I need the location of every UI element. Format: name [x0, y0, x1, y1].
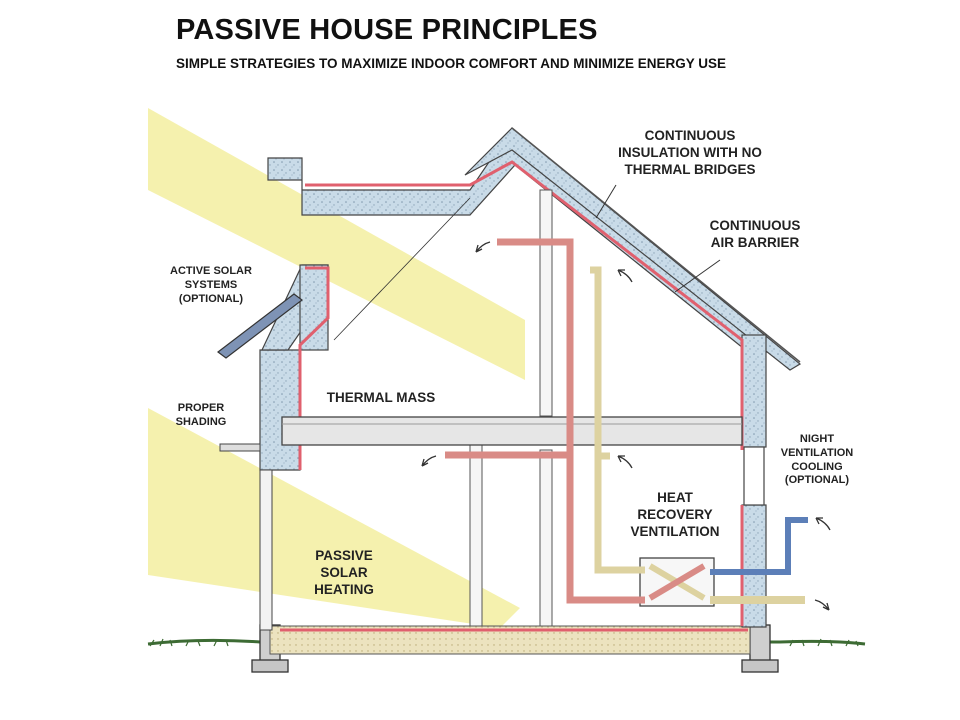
insulation-right-lower [741, 504, 767, 628]
label-thermal-mass: THERMAL MASS [326, 390, 436, 405]
label-continuous-insulation: CONTINUOUS INSULATION WITH NO THERMAL BR… [618, 128, 762, 177]
label-night-ventilation: NIGHT VENTILATION COOLING (OPTIONAL) [780, 433, 854, 487]
leader-sun [333, 197, 471, 341]
label-heat-recovery: HEAT RECOVERY VENTILATION [630, 490, 720, 539]
insulation-left-lower [259, 349, 301, 471]
solar-panel [217, 293, 303, 359]
air-barrier [298, 160, 744, 626]
insulation-right-upper [741, 334, 767, 448]
leader-air-barrier [674, 259, 721, 293]
label-proper-shading: PROPER SHADING [175, 402, 227, 428]
shading-overhang [219, 443, 261, 452]
page-subtitle: SIMPLE STRATEGIES TO MAXIMIZE INDOOR COM… [176, 56, 727, 71]
label-active-solar: ACTIVE SOLAR SYSTEMS (OPTIONAL) [170, 265, 252, 305]
night-vent-window [743, 446, 765, 506]
post-lower [539, 449, 553, 627]
duct-fresh-air [710, 517, 808, 575]
label-passive-solar: PASSIVE SOLAR HEATING [314, 548, 374, 597]
duct-exhaust [590, 266, 645, 574]
leader-insulation [595, 184, 617, 219]
label-continuous-air-barrier: CONTINUOUS AIR BARRIER [709, 218, 801, 250]
thermal-mass-floor [281, 416, 743, 446]
duct-supply [497, 238, 645, 604]
page-title: PASSIVE HOUSE PRINCIPLES [176, 14, 598, 46]
sun-beam-upper [148, 108, 525, 380]
sun-beam-lower [148, 408, 520, 628]
post-upper [539, 189, 553, 417]
